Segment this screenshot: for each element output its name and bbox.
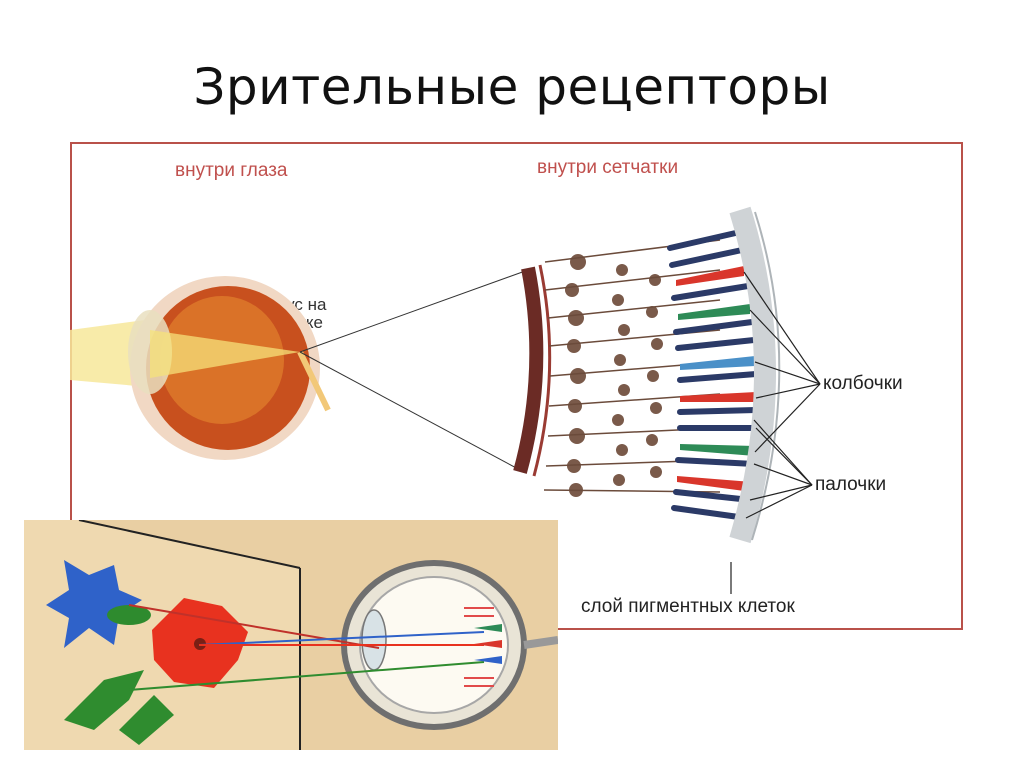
retina-layer: [520, 268, 536, 472]
eyeball-illustration: [128, 276, 328, 460]
inset-illustration: [24, 520, 558, 750]
retina-neurons: [565, 254, 663, 497]
projection-line-top: [300, 270, 528, 352]
projection-line-bottom: [300, 352, 520, 470]
flower-eye-illustration: [24, 520, 558, 750]
